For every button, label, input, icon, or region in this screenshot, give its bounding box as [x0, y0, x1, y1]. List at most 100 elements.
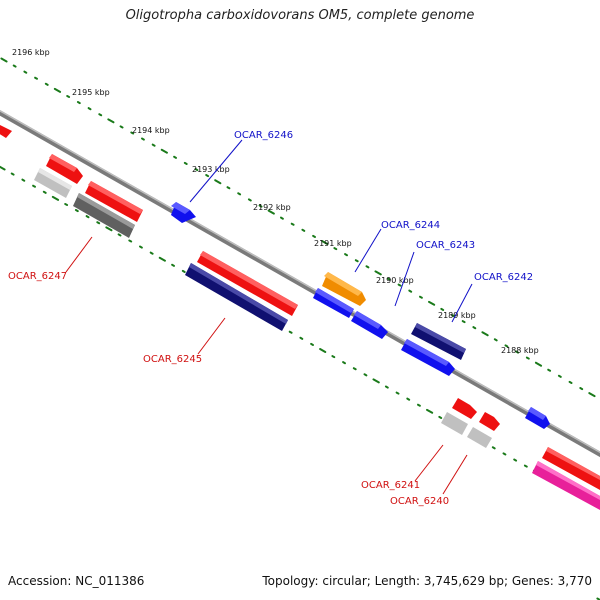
track-dot [288, 330, 293, 334]
track-dot [21, 178, 26, 182]
label-ocar-6242[interactable]: OCAR_6242 [474, 272, 533, 283]
gene-left-edge-red[interactable] [0, 125, 12, 138]
label-ocar-6244[interactable]: OCAR_6244 [381, 220, 440, 231]
track-dot [85, 215, 90, 219]
genome-summary-text: Topology: circular; Length: 3,745,629 bp… [262, 574, 592, 588]
label-ocar-6245[interactable]: OCAR_6245 [143, 354, 202, 365]
outer-dotted-track [0, 57, 596, 398]
track-dot [141, 137, 145, 141]
leader-ocar-6247 [65, 236, 93, 273]
track-dot [290, 222, 295, 226]
track-tick [374, 270, 382, 276]
gene-ocar-6241-gray[interactable] [441, 412, 468, 435]
label-ocar-6241[interactable]: OCAR_6241 [361, 480, 420, 491]
track-dot [117, 233, 122, 237]
gene-ocar-6247-red1[interactable] [46, 154, 83, 184]
gene-ocar-6246[interactable] [171, 202, 196, 223]
tick-label-2196: 2196 kbp [12, 48, 50, 57]
track-dot [331, 355, 336, 359]
gene-ocar-6241-red[interactable] [452, 398, 477, 419]
gene-ocar-6242a[interactable] [411, 323, 466, 360]
track-dot [151, 143, 156, 147]
track-dot [10, 172, 15, 176]
track-dot [183, 161, 188, 165]
track-dot [23, 70, 28, 74]
track-dot [76, 101, 81, 105]
gene-right-red[interactable] [542, 447, 600, 490]
tick-label-2188: 2188 kbp [501, 346, 539, 355]
gene-ocar-6245-red[interactable] [197, 251, 298, 316]
track-dot [438, 415, 443, 419]
track-dot [173, 155, 177, 159]
track-dot [194, 168, 199, 172]
label-ocar-6247[interactable]: OCAR_6247 [8, 271, 67, 282]
track-dot [226, 186, 231, 190]
accession-text: Accession: NC_011386 [8, 574, 145, 588]
label-ocar-6240[interactable]: OCAR_6240 [390, 496, 449, 507]
track-dot [363, 373, 368, 377]
track-dot [32, 184, 36, 188]
track-dot [44, 82, 49, 86]
track-dot [502, 452, 507, 456]
gene-right-magenta[interactable] [532, 461, 600, 510]
track-dot [98, 113, 103, 117]
track-dot [344, 253, 348, 257]
leader-ocar-6241 [414, 444, 444, 482]
track-dot [310, 342, 314, 346]
gene-ocar-6242b[interactable] [401, 339, 455, 376]
map-title: Oligotropha carboxidovorans OM5, complet… [125, 8, 475, 23]
tick-label-2189: 2189 kbp [438, 311, 476, 320]
track-dot [247, 198, 252, 202]
track-dot [491, 446, 496, 450]
track-tick [534, 361, 543, 367]
track-dot [64, 203, 69, 206]
track-tick [0, 57, 8, 63]
track-dot [130, 131, 135, 135]
track-dot [365, 265, 370, 269]
track-dot [523, 464, 528, 468]
track-tick [588, 392, 596, 398]
track-dot [87, 107, 92, 111]
track-dot [352, 367, 357, 371]
label-ocar-6246[interactable]: OCAR_6246 [234, 130, 293, 141]
gene-ocar-6240-red[interactable] [479, 412, 500, 431]
tick-label-2193: 2193 kbp [192, 165, 230, 174]
genome-backbone [0, 109, 600, 458]
track-dot [386, 277, 391, 281]
track-dot [504, 344, 509, 348]
track-dot [237, 192, 242, 196]
gene-ocar-6247-red2[interactable] [85, 181, 143, 222]
track-tick [53, 87, 62, 93]
track-tick [596, 597, 600, 600]
track-dot [579, 387, 584, 391]
track-dot [408, 289, 413, 293]
gene-ocar-6243b[interactable] [351, 311, 388, 339]
tick-label-2192: 2192 kbp [253, 203, 291, 212]
track-dot [557, 374, 562, 378]
track-dot [301, 228, 306, 232]
track-dot [419, 295, 423, 299]
label-ocar-6243[interactable]: OCAR_6243 [416, 240, 475, 251]
track-tick [372, 378, 380, 384]
inner-dotted-track-2 [596, 597, 600, 600]
gene-ocar-6247-darkgray[interactable] [73, 193, 135, 238]
track-dot [472, 326, 477, 330]
track-tick [214, 179, 222, 185]
track-tick [51, 195, 60, 201]
track-tick [0, 165, 6, 171]
track-dot [139, 245, 143, 249]
gene-ocar-6240-gray[interactable] [467, 427, 492, 448]
tick-label-2191: 2191 kbp [314, 239, 352, 248]
gene-ocar-6245-navy[interactable] [185, 263, 288, 331]
track-dot [181, 269, 186, 273]
leader-ocar-6243 [394, 251, 415, 307]
gene-ocar-6247-gray[interactable] [34, 168, 72, 198]
gene-ocar-6243a[interactable] [313, 288, 354, 318]
track-dot [96, 221, 101, 225]
track-tick [267, 209, 275, 215]
track-dot [312, 234, 316, 238]
gene-ocar-6244[interactable] [322, 272, 366, 306]
track-tick [158, 256, 166, 262]
gene-right-blue[interactable] [525, 407, 550, 429]
